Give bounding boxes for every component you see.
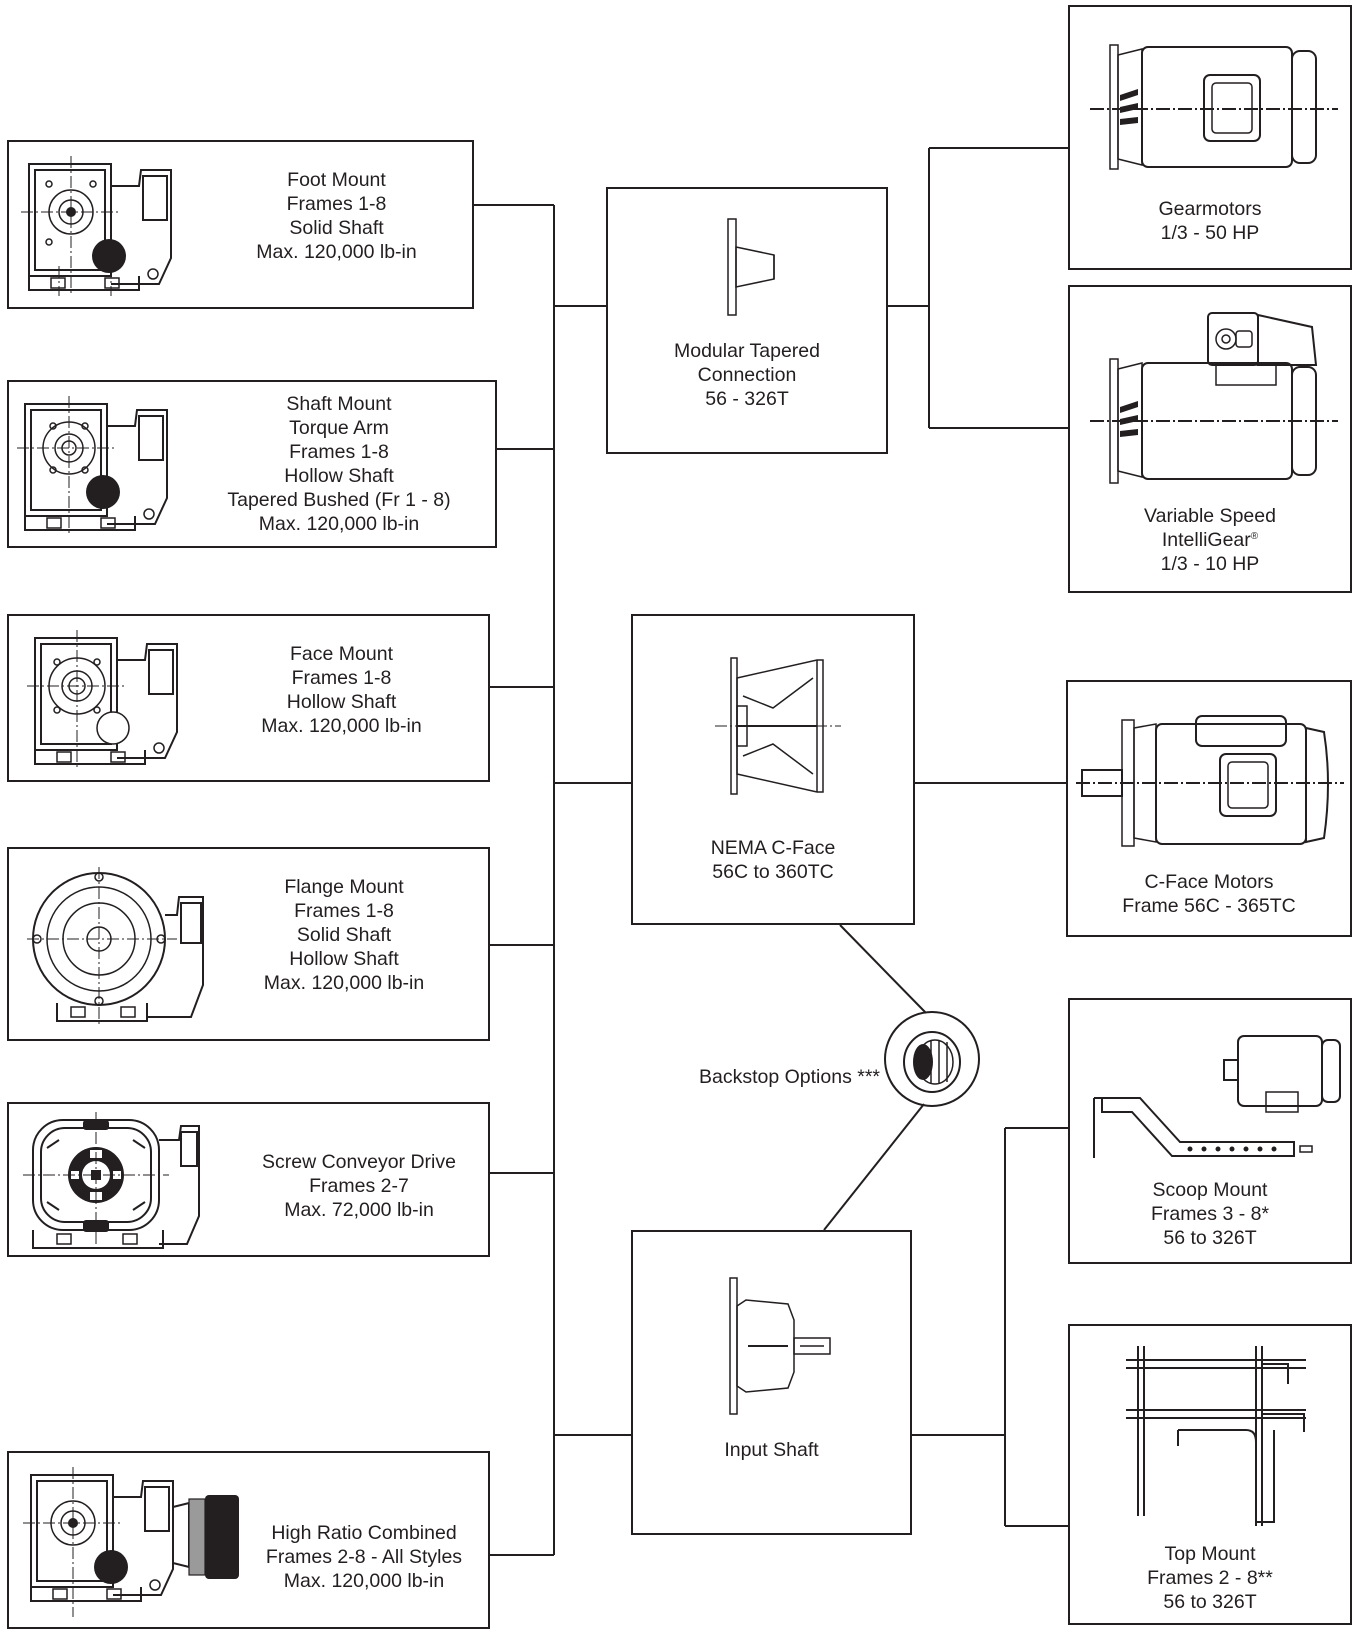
variable-speed-label: Variable Speed IntelliGear® 1/3 - 10 HP bbox=[1144, 505, 1276, 575]
foot-mount-reducer-icon bbox=[21, 156, 172, 296]
backstop-bearing-icon[interactable] bbox=[883, 1010, 981, 1108]
backstop-label: Backstop Options *** bbox=[698, 1066, 880, 1088]
cface-adapter-icon bbox=[715, 657, 841, 795]
high-ratio-reducer-icon bbox=[23, 1467, 239, 1617]
input-shaft-adapter-icon bbox=[729, 1277, 831, 1415]
input-shaft-box[interactable]: Input Shaft bbox=[631, 1230, 912, 1535]
flange-mount-reducer-icon bbox=[27, 867, 204, 1025]
gearmotor-icon bbox=[1090, 44, 1338, 170]
face-mount-reducer-icon bbox=[27, 630, 178, 770]
input-shaft-label: Input Shaft bbox=[724, 1439, 819, 1461]
intelligear-motor-icon bbox=[1090, 312, 1338, 484]
top-mount-icon bbox=[1126, 1346, 1306, 1526]
cface-motor-icon bbox=[1076, 715, 1344, 847]
scoop-mount-icon bbox=[1093, 1035, 1341, 1158]
tapered-adapter-icon bbox=[727, 218, 775, 316]
screw-conveyor-reducer-icon bbox=[23, 1112, 200, 1252]
registered-mark: ® bbox=[1250, 531, 1259, 542]
variable-speed-box[interactable]: Variable Speed IntelliGear® 1/3 - 10 HP bbox=[1068, 285, 1352, 593]
shaft-mount-reducer-icon bbox=[17, 396, 168, 536]
